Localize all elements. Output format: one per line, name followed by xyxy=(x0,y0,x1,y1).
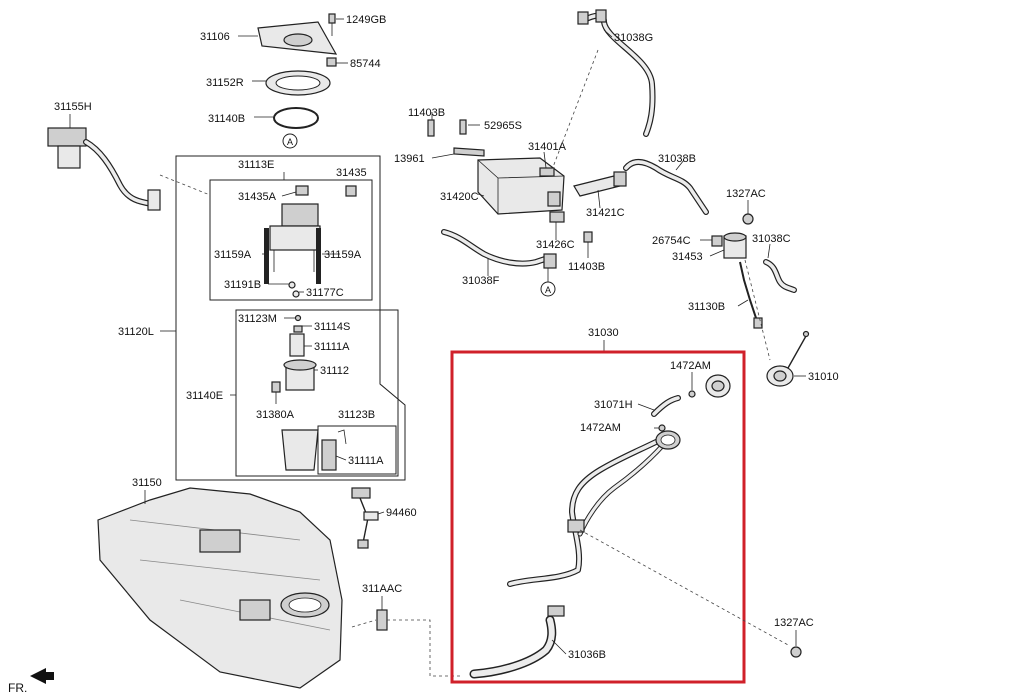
label-31030: 31030 xyxy=(588,327,619,339)
valve-31421C xyxy=(573,171,627,197)
hose-31036B xyxy=(469,615,557,679)
label-31150: 31150 xyxy=(132,477,162,489)
o-ring-31140B xyxy=(273,107,319,129)
label-31010: 31010 xyxy=(808,371,839,383)
label-31177C: 31177C xyxy=(306,287,344,299)
label-31159A-left: 31159A xyxy=(214,249,252,261)
label-11403B-bottom: 11403B xyxy=(568,261,605,273)
sender-unit-31155H xyxy=(47,127,161,211)
grommet-1327AC-top xyxy=(742,213,754,225)
assembly-box-31120L xyxy=(175,155,406,481)
label-31159A-right: 31159A xyxy=(324,249,362,261)
highlight-box-31030 xyxy=(450,350,746,684)
circle-marker-a-bottom: A xyxy=(540,281,556,297)
hose-31130B xyxy=(739,261,763,329)
clamp-31426C xyxy=(549,211,565,223)
pump-box-31140E xyxy=(235,309,399,477)
svg-text:A: A xyxy=(287,137,293,147)
clip-1472AM-top xyxy=(688,390,696,398)
clip-1472AM-mid xyxy=(658,424,666,432)
label-13961: 13961 xyxy=(394,153,425,165)
bolt-1249GB xyxy=(328,13,336,36)
cover-plate-31106 xyxy=(257,21,338,55)
fuel-cap-31010 xyxy=(766,330,810,387)
label-31420C: 31420C xyxy=(440,191,479,203)
label-31155H: 31155H xyxy=(54,101,92,113)
label-1327AC-top: 1327AC xyxy=(726,188,766,200)
grommet-1327AC-bottom xyxy=(790,646,802,658)
label-94460: 94460 xyxy=(386,507,417,519)
label-31421C: 31421C xyxy=(586,207,625,219)
bolt-52965S xyxy=(459,119,467,135)
bolt-11403B-top xyxy=(427,119,435,137)
label-31071H: 31071H xyxy=(594,399,633,411)
label-31036B: 31036B xyxy=(568,649,606,661)
label-31111A-bottom: 31111A xyxy=(348,455,384,467)
nut-85744 xyxy=(326,57,337,67)
label-1327AC-bottom: 1327AC xyxy=(774,617,814,629)
label-1472AM-top: 1472AM xyxy=(670,360,711,372)
label-31112: 31112 xyxy=(320,365,349,377)
clip-311AAC xyxy=(376,609,388,631)
filter-31453 xyxy=(723,232,747,259)
label-31140E: 31140E xyxy=(186,390,223,402)
label-11403B-top: 11403B xyxy=(408,107,445,119)
bracket-13961 xyxy=(453,147,485,157)
housing-small xyxy=(705,374,731,398)
label-front: FR. xyxy=(8,681,27,695)
label-31152R: 31152R xyxy=(206,77,244,89)
hose-31038F xyxy=(441,229,557,269)
label-1472AM-mid: 1472AM xyxy=(580,422,621,434)
label-31191B: 31191B xyxy=(224,279,261,291)
label-31123M: 31123M xyxy=(238,313,277,325)
label-31130B: 31130B xyxy=(688,301,725,313)
bolt-11403B-bottom xyxy=(583,231,593,243)
label-31435A: 31435A xyxy=(238,191,277,203)
label-31111A-top: 31111A xyxy=(314,341,350,353)
hose-31071H xyxy=(651,395,681,417)
label-311AAC: 311AAC xyxy=(362,583,402,595)
label-31140B: 31140B xyxy=(208,113,245,125)
label-31114S: 31114S xyxy=(314,321,350,333)
svg-text:A: A xyxy=(545,285,551,295)
label-31038B: 31038B xyxy=(658,153,696,165)
label-85744: 85744 xyxy=(350,58,381,70)
label-31038G: 31038G xyxy=(614,32,653,44)
label-31453: 31453 xyxy=(672,251,703,263)
hose-31038C xyxy=(763,259,797,293)
hose-31038B xyxy=(623,159,709,215)
filler-neck-31030 xyxy=(507,430,681,617)
sensor-94460 xyxy=(351,487,379,549)
fuel-tank-31150 xyxy=(97,487,343,689)
label-31113E: 31113E xyxy=(238,159,274,171)
circle-marker-a-top: A xyxy=(282,133,298,149)
label-1249GB: 1249GB xyxy=(346,14,386,26)
pump-module-box-31113E xyxy=(209,179,373,301)
label-31426C: 31426C xyxy=(536,239,575,251)
label-52965S: 52965S xyxy=(484,120,522,132)
bracket-26754C xyxy=(711,235,723,247)
label-31435: 31435 xyxy=(336,167,367,179)
label-31038C: 31038C xyxy=(752,233,791,245)
label-31401A: 31401A xyxy=(528,141,567,153)
vent-hose-31038G xyxy=(577,9,656,137)
label-26754C: 26754C xyxy=(652,235,691,247)
gasket-31152R xyxy=(265,70,331,96)
label-31120L: 31120L xyxy=(118,326,154,338)
label-31038F: 31038F xyxy=(462,275,500,287)
label-31123B: 31123B xyxy=(338,409,375,421)
label-31380A: 31380A xyxy=(256,409,295,421)
front-direction-arrow xyxy=(30,668,54,684)
label-31106: 31106 xyxy=(200,31,230,43)
canister-31420C xyxy=(477,157,565,215)
